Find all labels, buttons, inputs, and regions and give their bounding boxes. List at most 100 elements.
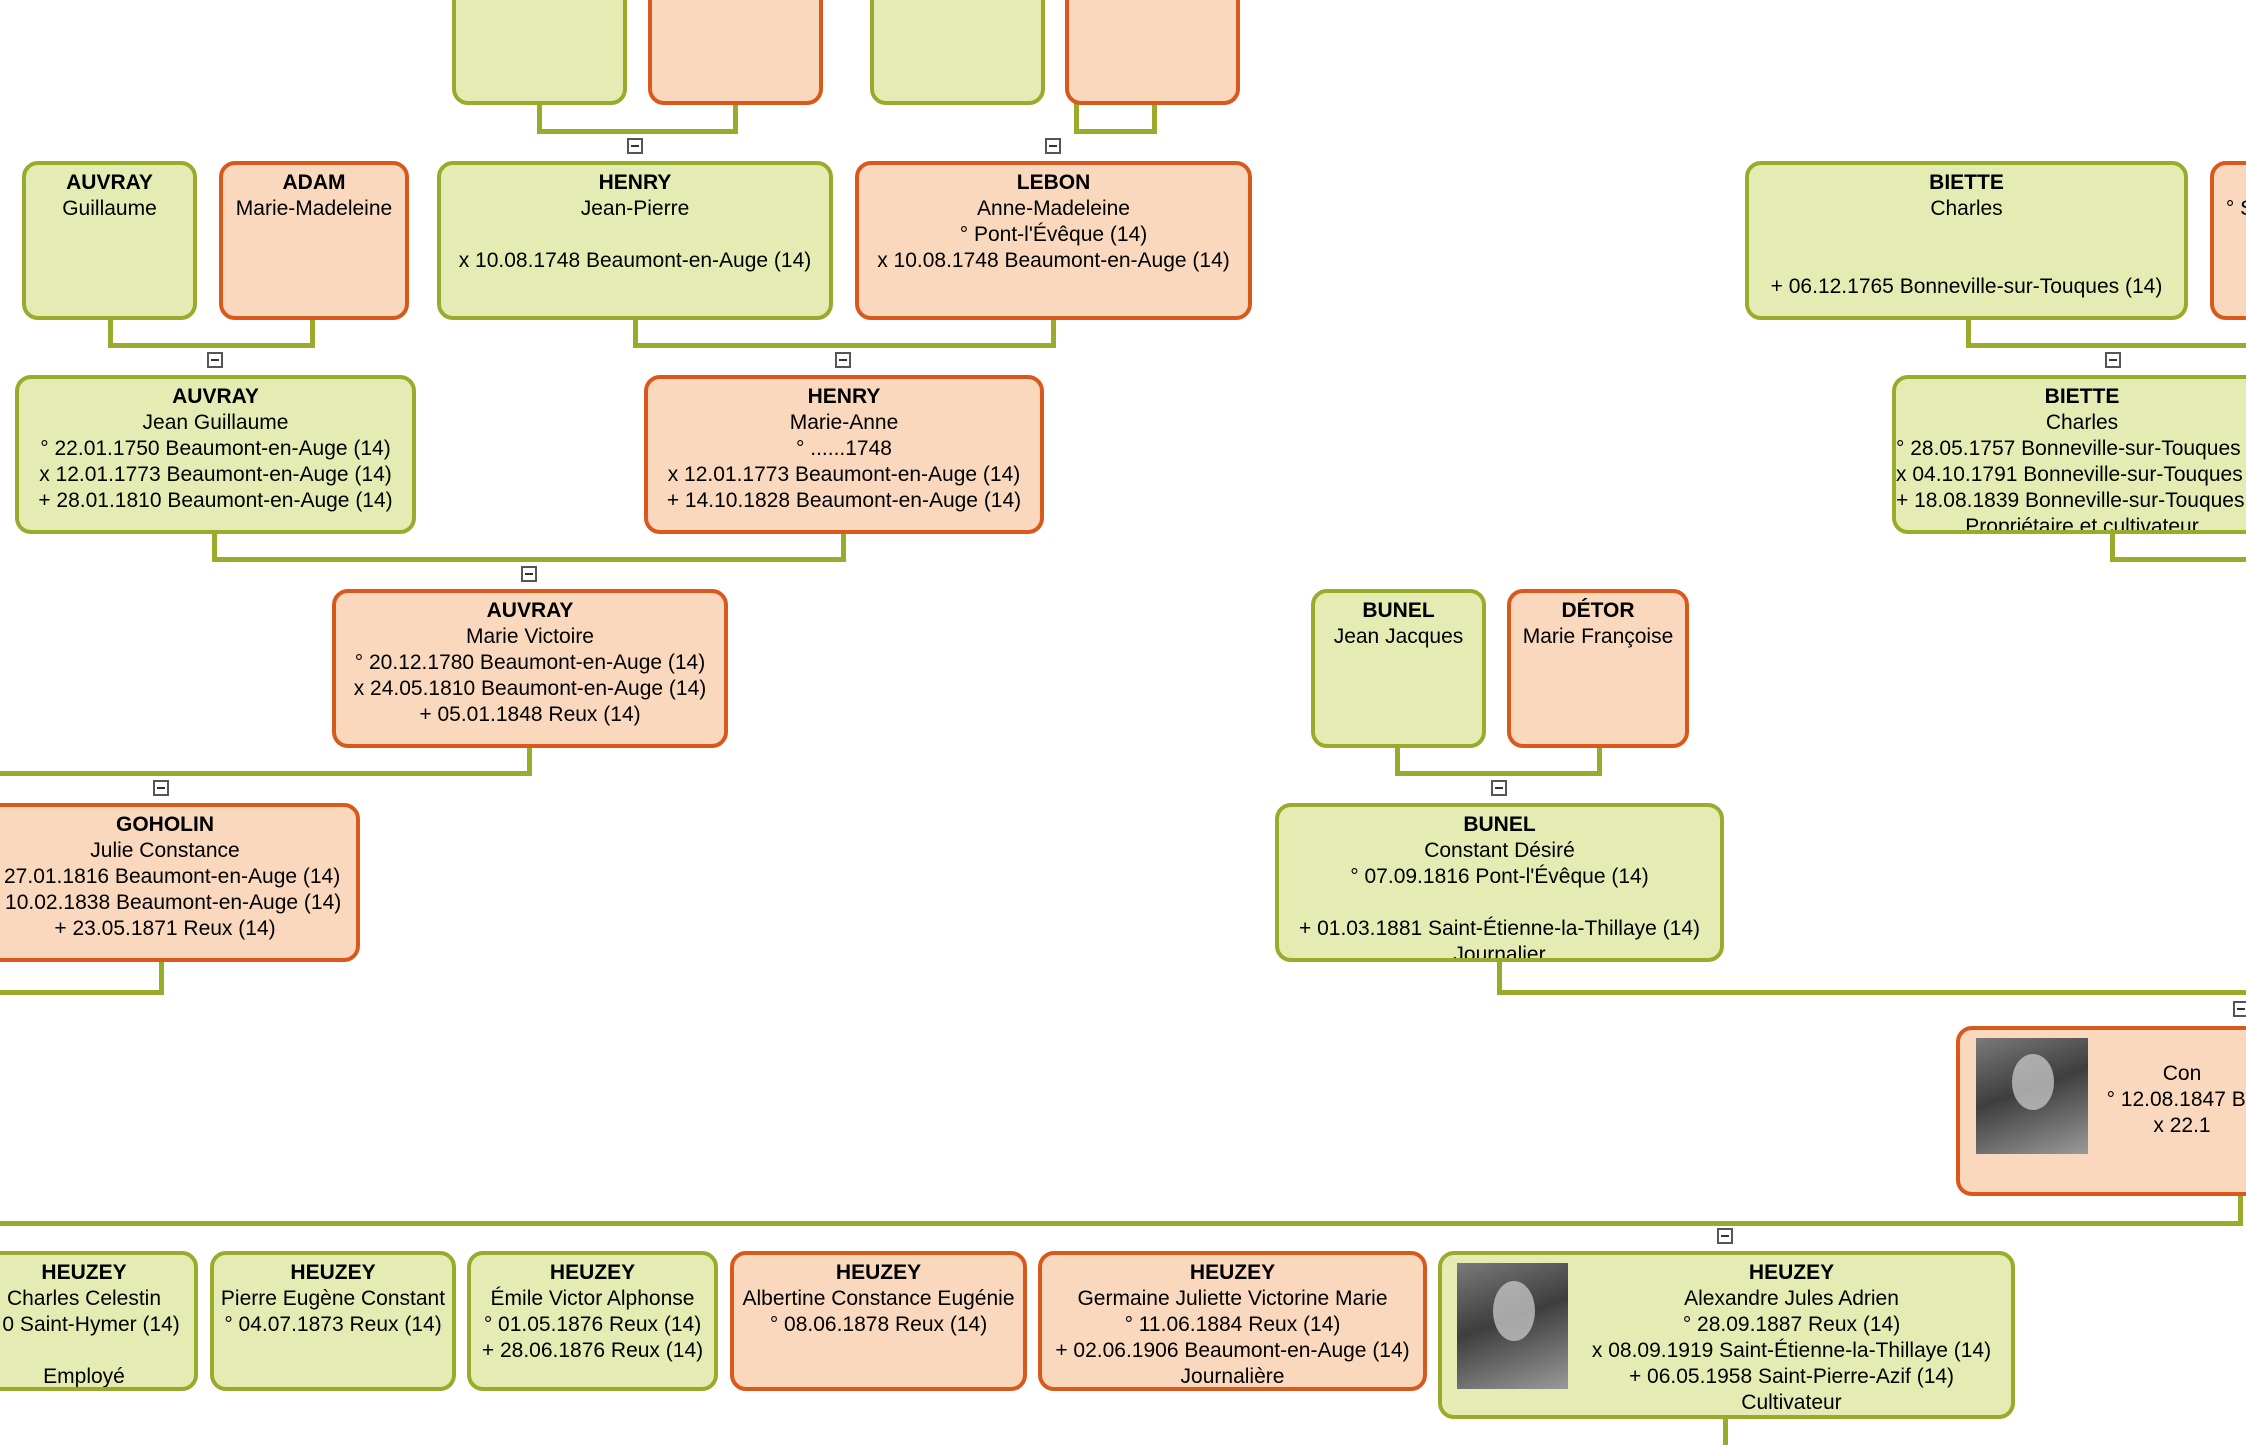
person-surname: DÉTOR: [1561, 599, 1635, 622]
person-card-con[interactable]: Con ° 12.08.1847 Bo x 22.1: [1956, 1026, 2246, 1196]
person-detail: ° 08.06.1878 Reux (14): [769, 1313, 988, 1336]
connector: [537, 129, 738, 134]
person-detail: ° 04.07.1873 Reux (14): [224, 1313, 442, 1336]
person-given-names: Anne-Madeleine: [977, 197, 1130, 220]
collapse-toggle[interactable]: [1045, 138, 1061, 154]
person-detail: ° Pont-l'Évêque (14): [959, 223, 1148, 246]
person-detail: ° 11.06.1884 Reux (14): [1124, 1313, 1341, 1336]
person-card-detor[interactable]: DÉTOR Marie Françoise: [1507, 589, 1689, 748]
connector: [633, 343, 1056, 348]
person-card-biette-charles-1[interactable]: BIETTE Charles + 06.12.1765 Bonneville-sur…: [1745, 161, 2188, 320]
connector: [537, 100, 542, 134]
person-detail: + 06.05.1958 Saint-Pierre-Azif (14): [1628, 1365, 1955, 1388]
person-detail: ° 12.08.1847 Bo: [2106, 1088, 2246, 1111]
person-detail: + 01.03.1881 Saint-Étienne-la-Thillaye (…: [1299, 917, 1700, 940]
connector: [2110, 557, 2246, 562]
person-surname: HENRY: [598, 171, 672, 194]
person-given-names: Alexandre Jules Adrien: [1684, 1287, 1899, 1310]
person-card-top-f1[interactable]: [648, 0, 823, 105]
connector: [108, 316, 113, 348]
person-given-names: Charles: [2045, 411, 2119, 434]
blank-line: [0, 1338, 194, 1364]
person-detail: + 05.01.1848 Reux (14): [419, 703, 641, 726]
person-detail: Con: [2162, 1062, 2202, 1085]
person-surname: HEUZEY: [549, 1261, 636, 1284]
person-surname: BIETTE: [1929, 171, 2004, 194]
connector: [0, 771, 532, 776]
person-card-biette-charles-2[interactable]: BIETTE Charles ° 28.05.1757 Bonneville-sur…: [1892, 375, 2246, 534]
person-given-names: Marie Françoise: [1522, 625, 1674, 648]
person-detail: ° 01.05.1876 Reux (14): [483, 1313, 702, 1336]
person-given-names: Jean-Pierre: [580, 197, 690, 220]
person-card-top-m2[interactable]: [870, 0, 1045, 105]
collapse-toggle[interactable]: [521, 566, 537, 582]
collapse-toggle[interactable]: [207, 352, 223, 368]
connector: [1597, 744, 1602, 776]
collapse-toggle[interactable]: [2233, 1001, 2246, 1017]
person-detail: x 10.08.1748 Beaumont-en-Auge (14): [877, 249, 1230, 272]
person-detail: Journalière: [1180, 1365, 1285, 1388]
person-detail: + 14.10.1828 Beaumont-en-Auge (14): [666, 489, 1022, 512]
person-surname: HEUZEY: [1748, 1261, 1835, 1284]
collapse-toggle[interactable]: [153, 780, 169, 796]
person-detail: x 04.10.1791 Bonneville-sur-Touques (14): [1896, 463, 2246, 486]
person-detail: ° 28.05.1757 Bonneville-sur-Touques (14): [1896, 437, 2246, 460]
person-given-names: Charles: [1930, 197, 2003, 220]
connector: [108, 343, 315, 348]
collapse-toggle[interactable]: [1717, 1228, 1733, 1244]
connector: [1723, 1415, 1728, 1445]
connector: [1395, 771, 1602, 776]
collapse-toggle[interactable]: [2105, 352, 2121, 368]
person-detail: + 06.12.1765 Bonneville-sur-Touques (14): [1770, 275, 2163, 298]
person-detail: x 08.09.1919 Saint-Étienne-la-Thillaye (…: [1591, 1339, 1992, 1362]
person-detail: ° S: [2225, 197, 2246, 220]
person-given-names: Marie-Madeleine: [235, 197, 393, 220]
person-surname: HEUZEY: [835, 1261, 922, 1284]
person-detail: ° ......1748: [796, 437, 892, 460]
collapse-toggle[interactable]: [835, 352, 851, 368]
person-detail: + 02.06.1906 Beaumont-en-Auge (14): [1055, 1339, 1410, 1362]
connector: [1152, 100, 1157, 134]
person-detail: x 22.1: [2153, 1114, 2211, 1137]
person-detail: + 28.06.1876 Reux (14): [481, 1339, 704, 1362]
person-surname: HENRY: [807, 385, 881, 408]
collapse-toggle[interactable]: [1491, 780, 1507, 796]
blank-line: [1279, 890, 1720, 916]
person-surname: BUNEL: [1463, 813, 1536, 836]
person-detail: x 10.02.1838 Beaumont-en-Auge (14): [0, 891, 342, 914]
person-given-names: Marie-Anne: [789, 411, 899, 434]
person-given-names: Julie Constance: [90, 839, 240, 862]
person-detail: Propriétaire et cultivateur: [1965, 515, 2199, 534]
person-surname: AUVRAY: [66, 171, 153, 194]
person-surname: AUVRAY: [172, 385, 259, 408]
person-detail: Journalier: [1453, 943, 1546, 962]
blank-line: [2214, 170, 2246, 196]
connector: [2110, 530, 2115, 562]
connector: [733, 100, 738, 134]
person-card-top-f2[interactable]: [1065, 0, 1240, 105]
connector: [1074, 129, 1157, 134]
person-card-biette-partner[interactable]: ° S: [2210, 161, 2246, 320]
connector: [1966, 316, 1971, 348]
collapse-toggle[interactable]: [627, 138, 643, 154]
person-photo: [1976, 1038, 2088, 1154]
person-card-top-m1[interactable]: [452, 0, 627, 105]
person-surname: BIETTE: [2044, 385, 2120, 408]
